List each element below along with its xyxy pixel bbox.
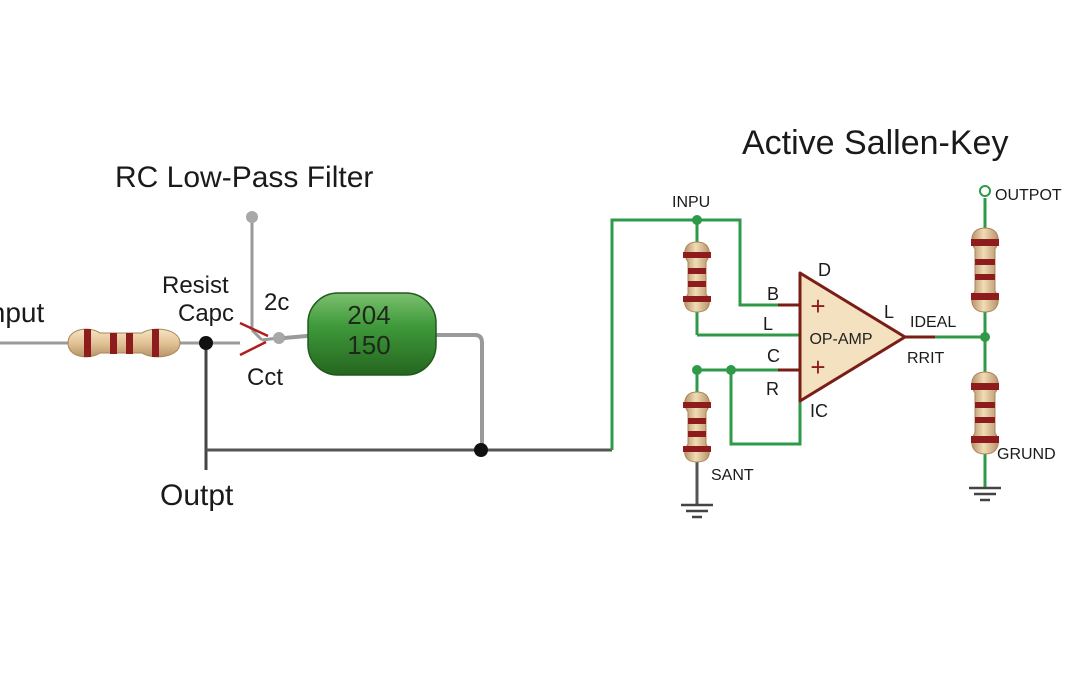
resistor [683, 241, 711, 313]
input-label: INPU [672, 194, 710, 211]
resistor-band [975, 259, 995, 265]
ground-symbol [969, 486, 1001, 502]
cut-mark [239, 340, 267, 357]
node-dot [692, 365, 702, 375]
pin-b-label: B [767, 284, 779, 304]
resistor-band [683, 402, 711, 408]
capacitor-value-top: 204 [347, 300, 390, 330]
output-label: Outpt [160, 479, 234, 512]
resistor-band [688, 431, 706, 437]
pin-d-label: D [818, 260, 831, 280]
sallen-key-title: Active Sallen-Key [742, 124, 1008, 162]
rc-filter-group: RC Low-Pass Filter 204 150 [0, 161, 612, 512]
resistor [971, 227, 999, 313]
probe-terminal [246, 211, 258, 223]
resistor [683, 391, 711, 463]
ground-label: GRUND [997, 446, 1056, 463]
resistor-band [975, 402, 995, 408]
pin-ic-label: IC [810, 401, 828, 421]
node-dot [980, 332, 990, 342]
ground-symbol [681, 503, 713, 519]
sant-label: SANT [711, 467, 754, 484]
sallen-key-group: Active Sallen-Key [610, 124, 1062, 519]
switch-wire [250, 328, 264, 342]
rrit-label: RRIT [907, 350, 945, 367]
resistor-band [688, 281, 706, 287]
node-dot [474, 443, 488, 457]
resistor-band [683, 296, 711, 302]
cct-label: Cct [247, 364, 283, 391]
resistor-band [688, 268, 706, 274]
ideal-label: IDEAL [910, 314, 956, 331]
capacitor-value-bottom: 150 [347, 330, 390, 360]
capc-label: Capc [178, 300, 234, 327]
output-terminal [979, 185, 991, 197]
cut-mark [239, 321, 269, 338]
resistor-band [110, 333, 117, 354]
pin-l-right-label: L [884, 302, 894, 322]
resistor-band [683, 446, 711, 452]
plus-sign: + [810, 352, 825, 382]
pin-l-left-label: L [763, 314, 773, 334]
output-label: OUTPOT [995, 187, 1062, 204]
green-wires [610, 198, 987, 488]
resistor-band [971, 383, 999, 390]
2c-label: 2c [264, 289, 289, 316]
resist-label: Resist [162, 272, 229, 299]
resistor-band [152, 329, 159, 357]
resistor-band [84, 329, 91, 357]
input-label: Input [0, 297, 44, 328]
resistor-band [975, 274, 995, 280]
pin-r-label: R [766, 379, 779, 399]
resistor-band [971, 293, 999, 300]
resistor [67, 328, 181, 358]
resistor-band [975, 417, 995, 423]
node-dot [199, 336, 213, 350]
opamp-label: OP-AMP [809, 331, 872, 348]
resistor-band [971, 436, 999, 443]
node-dot [726, 365, 736, 375]
capacitor: 204 150 [307, 292, 437, 376]
resistor-band [683, 252, 711, 258]
cap-lead-right [432, 333, 484, 450]
plus-sign: + [810, 291, 825, 321]
node-dot [692, 215, 702, 225]
resistor-band [971, 239, 999, 246]
resistor [971, 371, 999, 455]
op-amp: + + OP-AMP [778, 271, 935, 403]
resistor-band [126, 333, 133, 354]
rc-filter-title: RC Low-Pass Filter [115, 161, 373, 194]
pin-c-label: C [767, 346, 780, 366]
switch-terminal [273, 332, 285, 344]
resistor-band [688, 418, 706, 424]
